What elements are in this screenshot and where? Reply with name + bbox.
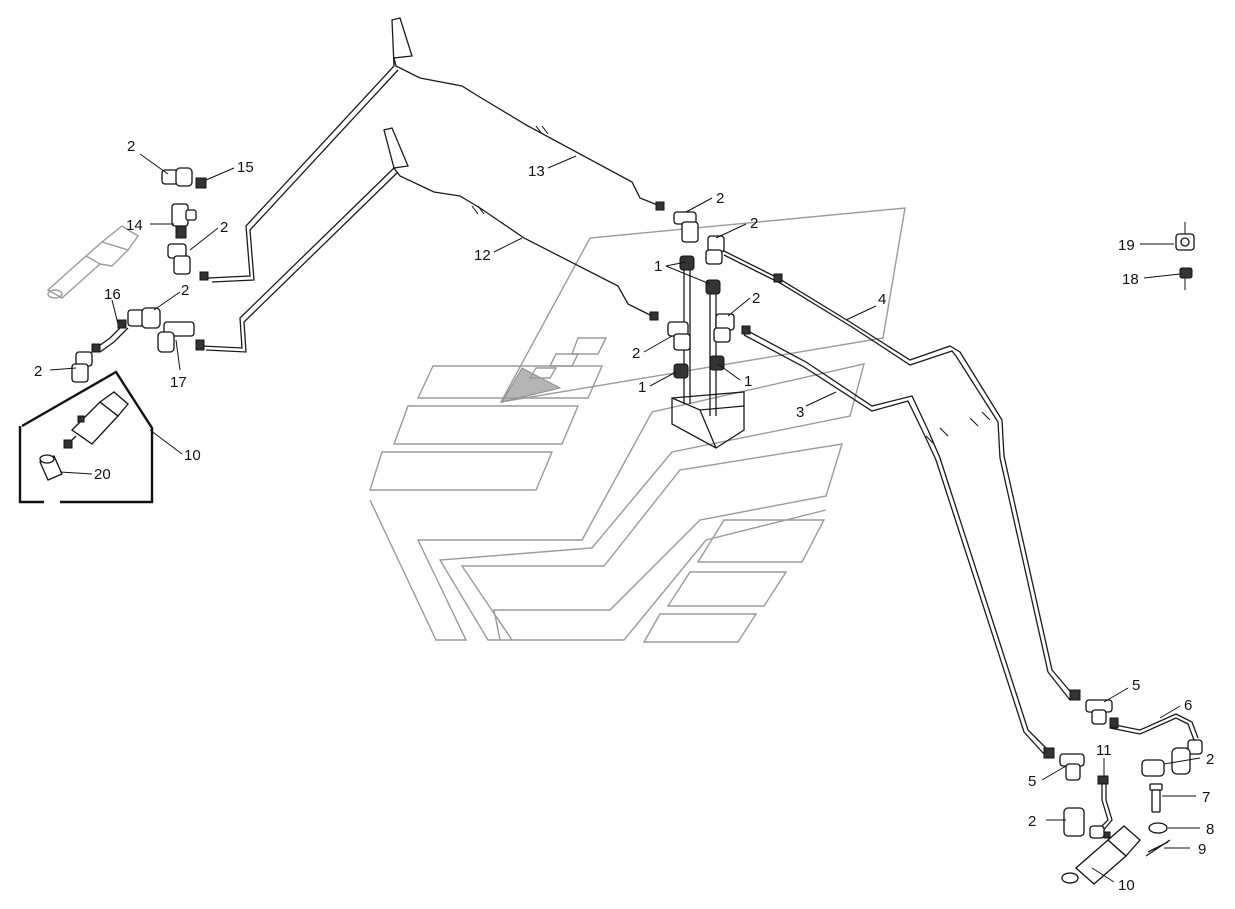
elbow-fitting	[713, 313, 735, 343]
callout-1: 1	[744, 373, 752, 390]
elbow-fitting	[127, 307, 161, 329]
side-panel-3	[642, 613, 758, 643]
arrow-outline	[499, 207, 906, 403]
callout-2: 2	[1028, 813, 1036, 830]
washer	[1148, 822, 1168, 834]
elbow-fitting	[705, 235, 725, 265]
elbow-fitting	[167, 243, 209, 281]
callout-2: 2	[1206, 751, 1214, 768]
pipe-16	[95, 323, 129, 353]
cotter-pin	[1145, 839, 1171, 857]
callout-8: 8	[1206, 821, 1214, 838]
callout-5: 5	[1132, 677, 1140, 694]
tee-fitting	[171, 203, 197, 239]
vent-1	[528, 367, 558, 379]
callout-2: 2	[752, 290, 760, 307]
elbow-fitting	[71, 351, 93, 383]
callout-1: 1	[638, 379, 646, 396]
callout-labels: 2 15 14 2 16 2 2 17 10 20 13 12 2 2 1 2 …	[34, 138, 1214, 894]
elbow-fitting	[649, 311, 691, 351]
valve-block-detail	[699, 409, 717, 449]
tee-fitting	[1069, 689, 1119, 729]
body-side	[369, 363, 865, 641]
cylinder-right	[1061, 825, 1141, 885]
vent-3	[570, 337, 608, 355]
callout-10: 10	[1118, 877, 1135, 894]
pipe-nut	[195, 177, 207, 189]
elbow-fitting	[1063, 807, 1105, 839]
pipe-11	[1097, 780, 1113, 833]
valve-block	[671, 391, 745, 449]
callout-15: 15	[237, 159, 254, 176]
callout-20: 20	[94, 466, 111, 483]
callout-11: 11	[1096, 742, 1112, 759]
callout-2: 2	[632, 345, 640, 362]
callout-6: 6	[1184, 697, 1192, 714]
pipe-break-marks	[471, 125, 991, 445]
elbow-fitting	[1141, 739, 1203, 777]
pipe-nut	[117, 319, 127, 329]
callout-4: 4	[878, 291, 886, 308]
hood-panel-3	[369, 451, 554, 491]
tee-fitting	[1043, 747, 1109, 785]
callout-2: 2	[127, 138, 135, 155]
fittings	[71, 167, 1203, 857]
side-panel-2	[666, 571, 788, 607]
callout-2: 2	[34, 363, 42, 380]
hood-panel-1	[416, 365, 604, 399]
valve-block-outline	[671, 391, 745, 449]
callout-16: 16	[104, 286, 121, 303]
pipe-nut	[773, 273, 783, 283]
callout-7: 7	[1202, 789, 1210, 806]
callout-2: 2	[220, 219, 228, 236]
nut-18	[1179, 267, 1193, 279]
side-panel-1	[696, 519, 826, 563]
tractor-body-outline	[369, 207, 906, 643]
tee-fitting	[157, 321, 205, 353]
callout-2: 2	[181, 282, 189, 299]
pipe-nut	[91, 343, 101, 353]
callout-2: 2	[750, 215, 758, 232]
callout-9: 9	[1198, 841, 1206, 858]
cylinders	[39, 225, 1141, 885]
valve-pins	[683, 260, 717, 416]
pipe-3	[743, 329, 1049, 755]
callout-10: 10	[184, 447, 201, 464]
callout-2: 2	[716, 190, 724, 207]
elbow-fitting	[161, 167, 193, 187]
callout-5: 5	[1028, 773, 1036, 790]
callout-17: 17	[170, 374, 187, 391]
vent-2	[548, 353, 580, 367]
cylinder-boxed	[63, 391, 129, 449]
cylinder-ghost	[46, 225, 140, 299]
boot-20	[39, 454, 63, 481]
callout-3: 3	[796, 404, 804, 421]
pin	[1149, 783, 1163, 813]
elbow-fitting	[655, 201, 699, 243]
callout-18: 18	[1122, 271, 1139, 288]
pipe-6	[1109, 713, 1199, 741]
pipe-13	[207, 17, 661, 283]
pipe-nut	[741, 325, 751, 335]
callout-14: 14	[126, 217, 143, 234]
pipe-12	[201, 127, 657, 353]
callout-12: 12	[474, 247, 491, 264]
leader-lines	[49, 153, 1201, 883]
adapter-fitting	[673, 355, 725, 379]
callout-19: 19	[1118, 237, 1135, 254]
item-10-frame	[18, 370, 154, 504]
callout-13: 13	[528, 163, 545, 180]
callout-1: 1	[654, 258, 662, 275]
nut-19	[1175, 233, 1195, 251]
hood-panel-2	[392, 405, 580, 445]
pipe-4	[721, 249, 1075, 701]
